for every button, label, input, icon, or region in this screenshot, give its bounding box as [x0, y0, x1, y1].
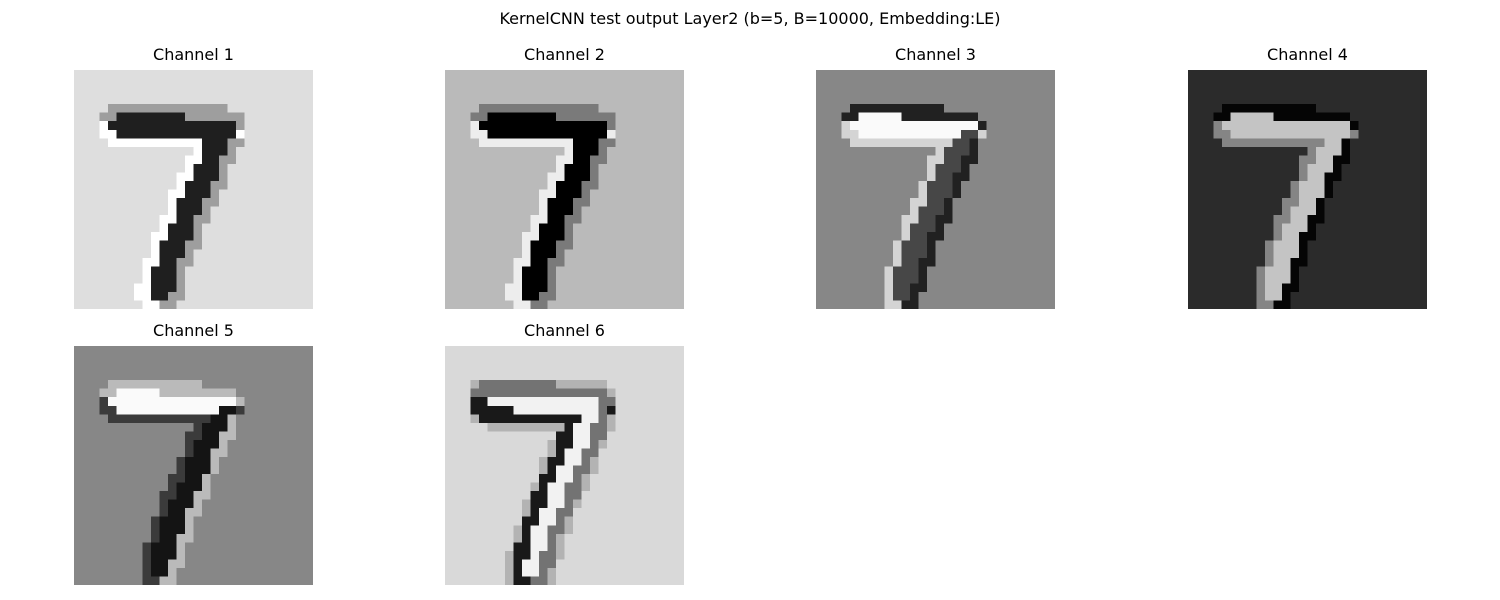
heatmap-image [445, 70, 684, 309]
panel-title: Channel 5 [153, 321, 234, 340]
heatmap-image [445, 346, 684, 585]
heatmap-image [1188, 70, 1427, 309]
heatmap-image [74, 70, 313, 309]
panel-title: Channel 3 [895, 45, 976, 64]
panel-title: Channel 4 [1267, 45, 1348, 64]
heatmap-image [816, 70, 1055, 309]
figure-title: KernelCNN test output Layer2 (b=5, B=100… [499, 9, 1001, 28]
panel-title: Channel 2 [524, 45, 605, 64]
heatmap-image [74, 346, 313, 585]
panel-title: Channel 1 [153, 45, 234, 64]
panel-title: Channel 6 [524, 321, 605, 340]
